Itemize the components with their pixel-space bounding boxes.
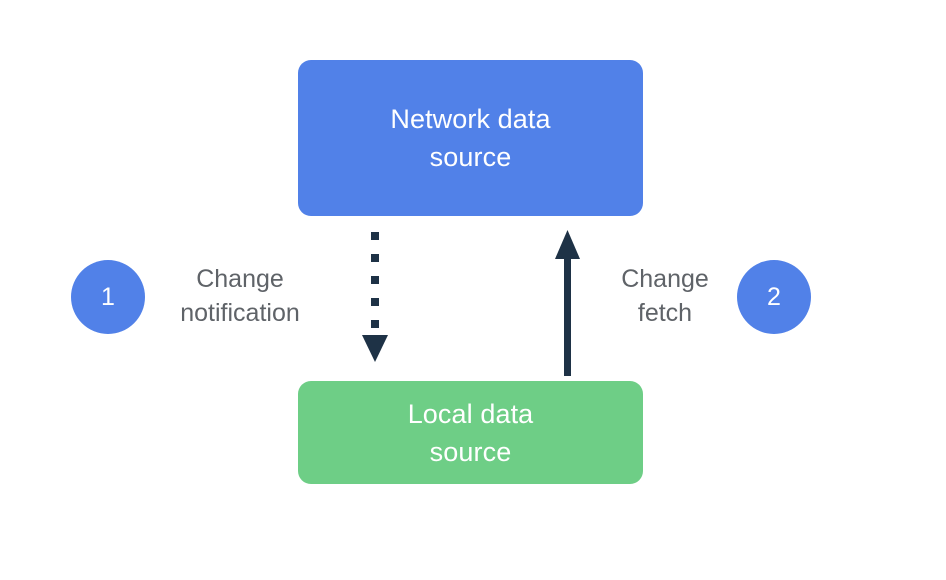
dotted-arrow-dot — [371, 276, 379, 284]
node-local-data-source[interactable]: Local data source — [298, 381, 643, 484]
node-local-data-source-label: Local data source — [407, 398, 534, 467]
dotted-arrow-dot — [371, 320, 379, 328]
dotted-arrow-dot — [371, 298, 379, 306]
dotted-arrow-dot — [371, 254, 379, 262]
node-network-data-source-label: Network data source — [390, 104, 551, 172]
arrow-change-notification-dotted — [362, 232, 388, 362]
arrow-caption-change-notification: Change notification — [180, 265, 300, 327]
step-badge-2-number: 2 — [767, 282, 781, 311]
solid-arrow-shaft — [564, 255, 571, 376]
dotted-arrow-head-down-icon — [362, 335, 388, 362]
dotted-arrow-dot — [371, 232, 379, 240]
step-badge-2[interactable]: 2 — [737, 260, 811, 334]
step-badge-1-number: 1 — [101, 282, 115, 311]
step-badge-1[interactable]: 1 — [71, 260, 145, 334]
arrow-change-fetch-solid — [555, 230, 580, 376]
node-network-data-source[interactable]: Network data source — [298, 60, 643, 216]
solid-arrow-head-up-icon — [555, 230, 580, 259]
arrow-caption-change-fetch: Change fetch — [621, 265, 709, 327]
